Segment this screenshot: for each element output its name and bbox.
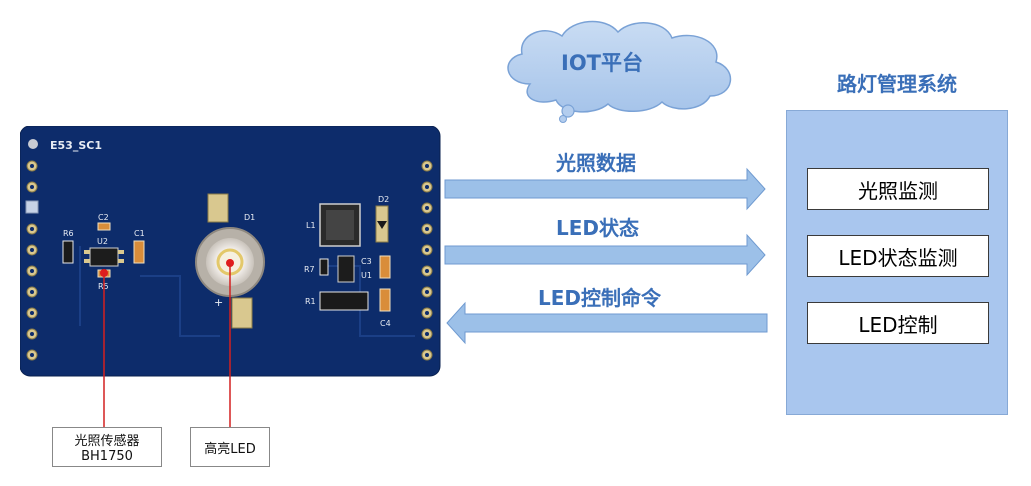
pointer-lines xyxy=(100,259,234,427)
silk-d2: D2 xyxy=(378,195,389,204)
cloud-label: IOT平台 xyxy=(561,51,643,75)
silk-c3: C3 xyxy=(361,257,372,266)
light-sensor-callout-name: 光照传感器 xyxy=(74,434,140,449)
silk-r1: R1 xyxy=(305,297,316,306)
right-pin-header xyxy=(421,160,433,361)
silk-r7: R7 xyxy=(304,265,315,274)
left-pin-header xyxy=(25,160,39,361)
capacitor-c3 xyxy=(379,255,391,279)
led-control-box: LED控制 xyxy=(807,302,989,344)
light-sensor-chip-u2 xyxy=(89,247,119,267)
resistor-r1 xyxy=(319,291,369,311)
silk-d1: D1 xyxy=(244,213,255,222)
silk-c2: C2 xyxy=(98,213,109,222)
led-status-arrow xyxy=(444,233,766,277)
high-brightness-led-callout: 高亮LED xyxy=(190,427,270,467)
led-control-command-label: LED控制命令 xyxy=(538,286,662,310)
silk-c1: C1 xyxy=(134,229,145,238)
led-pad-bottom xyxy=(231,297,253,329)
led-status-monitoring-box: LED状态监测 xyxy=(807,235,989,277)
led-control-arrow xyxy=(446,301,768,345)
resistor-r7 xyxy=(319,258,329,276)
silk-r6: R6 xyxy=(63,229,74,238)
capacitor-c1 xyxy=(133,240,145,264)
chip-u1 xyxy=(337,255,355,283)
capacitor-c2 xyxy=(97,222,111,231)
resistor-r6 xyxy=(62,240,74,264)
light-data-label: 光照数据 xyxy=(556,151,636,175)
silk-u1: U1 xyxy=(361,271,372,280)
silk-l1: L1 xyxy=(306,221,316,230)
silk-plus: + xyxy=(214,296,223,309)
arrows-layer xyxy=(444,167,768,345)
board-model-label: E53_SC1 xyxy=(50,139,102,152)
silk-u2: U2 xyxy=(97,237,108,246)
capacitor-c4 xyxy=(379,288,391,312)
light-sensor-callout-model: BH1750 xyxy=(81,449,133,464)
board-corner-marker xyxy=(28,139,38,149)
silk-c4: C4 xyxy=(380,319,391,328)
street-light-system-title: 路灯管理系统 xyxy=(837,72,957,96)
iot-cloud: IOT平台 xyxy=(507,20,732,123)
led-pad-top xyxy=(207,193,229,223)
light-data-arrow xyxy=(444,167,766,211)
light-monitoring-box: 光照监测 xyxy=(807,168,989,210)
light-sensor-callout: 光照传感器 BH1750 xyxy=(52,427,162,467)
pcb-board: E53_SC1 C2 R6 U2 C1 R5 D1 xyxy=(20,126,441,377)
led-status-label: LED状态 xyxy=(556,216,640,240)
